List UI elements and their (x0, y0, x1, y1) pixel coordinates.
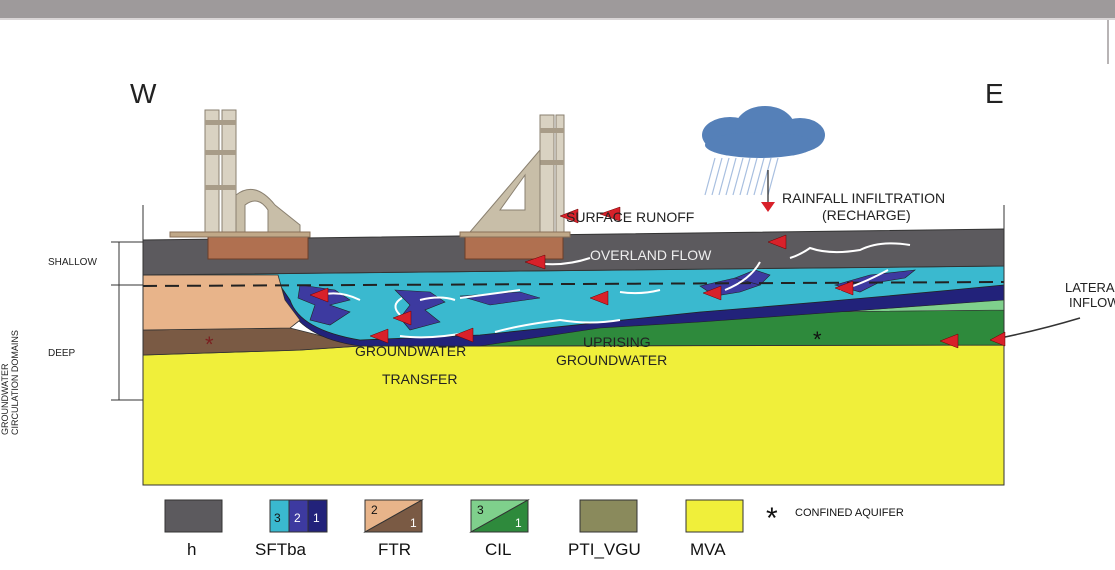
legend-label-cil: CIL (485, 540, 511, 559)
label-lateral-1: LATERAL (1065, 280, 1115, 295)
ruin-left (169, 109, 311, 260)
layer-ftr-2-edge (142, 274, 301, 331)
rain-streaks (704, 157, 779, 196)
depth-axis-title-2: CIRCULATION DOMAINS (10, 330, 20, 435)
confined-star-ftr: * (205, 332, 214, 357)
legend-swatch-h (164, 499, 223, 533)
side-divider (1107, 20, 1109, 64)
depth-axis-title-1: GROUNDWATER (0, 363, 10, 435)
label-transfer-1: GROUNDWATER (355, 343, 466, 359)
label-uprising-2: GROUNDWATER (556, 352, 667, 368)
confined-star-cil: * (813, 327, 822, 352)
label-rainfall-1: RAINFALL INFILTRATION (782, 190, 945, 206)
label-surface-runoff: SURFACE RUNOFF (566, 209, 694, 225)
legend-num-ftr-2: 2 (371, 503, 378, 517)
legend-label-pti-vgu: PTI_VGU (568, 540, 641, 559)
rain-cloud-icon (702, 106, 825, 158)
rain-arrow-head (761, 202, 775, 212)
legend-swatch-mva (685, 499, 744, 533)
legend-label-confined: CONFINED AQUIFER (795, 507, 904, 519)
legend-label-mva: MVA (690, 540, 726, 559)
legend-swatch-pti-vgu (579, 499, 638, 533)
legend-num-cil-1: 1 (515, 516, 522, 530)
legend-num-cil-3: 3 (477, 503, 484, 517)
label-rainfall-2: (RECHARGE) (822, 207, 911, 223)
legend-label-h: h (187, 540, 196, 559)
legend-num-ftr-1: 1 (410, 516, 417, 530)
legend-num-sftba-2: 2 (294, 511, 301, 525)
label-uprising-1: UPRISING (583, 334, 651, 350)
lateral-inflow-path (999, 317, 1081, 339)
legend-swatch-cil-1 (469, 499, 529, 533)
label-transfer-2: TRANSFER (382, 371, 457, 387)
depth-label-shallow: SHALLOW (48, 257, 97, 268)
legend-confined-star: * (766, 502, 778, 535)
legend-label-sftba: SFTba (255, 540, 307, 559)
legend: h 3 2 1 SFTba 2 1 FTR 3 1 CIL PTI_VGU MV… (164, 499, 904, 559)
depth-label-deep: DEEP (48, 348, 76, 359)
header-bar (0, 0, 1115, 18)
layer-sftba-3 (142, 265, 1005, 341)
legend-num-sftba-3: 3 (274, 511, 281, 525)
compass-west: W (130, 78, 157, 109)
legend-num-sftba-1: 1 (313, 511, 320, 525)
legend-swatch-sftba-1 (307, 499, 328, 533)
label-overland-flow: OVERLAND FLOW (590, 247, 712, 263)
legend-swatch-ftr-1 (363, 499, 423, 533)
lateral-inflow-arrow (989, 331, 1006, 347)
lens-sftba-2-d (734, 269, 771, 286)
header-divider (0, 18, 1115, 20)
legend-label-ftr: FTR (378, 540, 411, 559)
label-lateral-2: INFLOW (1069, 295, 1115, 310)
depth-axis (111, 241, 143, 401)
flow-arrowheads (309, 206, 959, 349)
compass-east: E (985, 78, 1004, 109)
lens-sftba-2-e (833, 269, 916, 293)
ruin-center (459, 114, 571, 260)
